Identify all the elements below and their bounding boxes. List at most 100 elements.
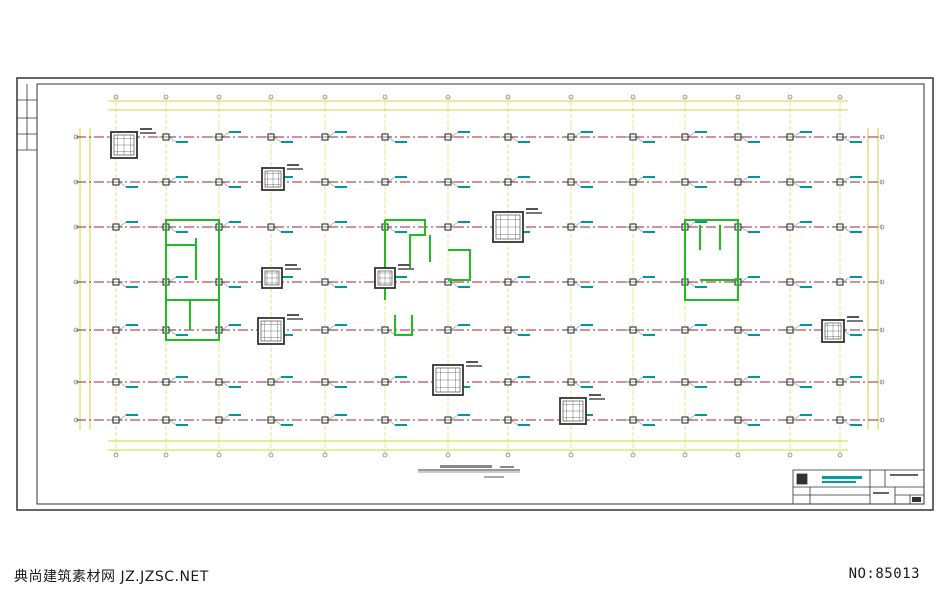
leader-line [118,221,127,228]
detail-note [287,168,303,170]
leader-line [118,324,127,331]
axis-bubble [73,179,79,185]
axis-bubble [322,94,328,100]
leader-line [221,281,230,288]
leader-line [842,176,851,183]
column-label [458,386,470,388]
watermark-text: 典尚建筑素材网 JZ.JZSC.NET [14,569,209,585]
column-label [695,131,707,133]
detail-note [466,361,478,363]
leader-line [450,324,459,331]
axis-bubble [73,379,79,385]
leader-line [635,376,644,383]
column-label [229,221,241,223]
axis-bubble [879,279,885,285]
leader-line [273,376,282,383]
axis-bubble [879,224,885,230]
leader-line [221,131,230,138]
column-label [126,286,138,288]
detail-note [140,132,156,134]
leader-line [118,414,127,421]
detail-note [285,264,297,266]
column-label [395,141,407,143]
leader-line [687,131,696,138]
detail-note [589,394,601,396]
leader-line [740,329,749,336]
column-label [695,386,707,388]
column-label [850,276,862,278]
outer-frame [16,77,934,511]
leader-line [792,414,801,421]
detail-note [398,264,410,266]
leader-line [118,181,127,188]
detail-note [847,320,863,322]
column-label [176,231,188,233]
shear-wall-core [384,219,471,336]
column-label [518,376,530,378]
leader-line [168,376,177,383]
drawing-number: NO:85013 [848,566,920,582]
column-label [518,231,530,233]
axis-bubble [735,94,741,100]
axis-bubble [382,94,388,100]
leader-line [273,226,282,233]
leader-line [740,276,749,283]
floor-plan [73,94,885,458]
axis-bubble [216,94,222,100]
column-label [850,141,862,143]
leader-line [635,276,644,283]
leader-line [168,176,177,183]
leader-line [118,281,127,288]
axis-bubble [879,179,885,185]
detail-note [398,268,414,270]
column-label [850,376,862,378]
leader-line [842,226,851,233]
axis-bubble [682,452,688,458]
column-label [335,414,347,416]
column-label [281,334,293,336]
column-label [281,276,293,278]
axis-bubble [73,327,79,333]
leader-line [387,329,396,336]
column-label [229,386,241,388]
column-label [458,221,470,223]
column-label [643,376,655,378]
column-label [176,276,188,278]
leader-line [687,381,696,388]
leader-line [387,376,396,383]
column-label [335,221,347,223]
column-label [229,286,241,288]
column-label [281,176,293,178]
binding-strip [17,84,37,151]
column-label [335,131,347,133]
axis-bubble [787,94,793,100]
axis-bubble [630,452,636,458]
column-label [229,131,241,133]
axis-bubble [568,94,574,100]
column-label [458,186,470,188]
detail-note [140,128,152,130]
axis-bubble [73,417,79,423]
axis-bubble [163,452,169,458]
leader-line [221,324,230,331]
leader-line [635,419,644,426]
leader-line [573,324,582,331]
column-label [229,186,241,188]
leader-line [387,419,396,426]
leader-line [687,181,696,188]
column-label [800,386,812,388]
column-label [581,386,593,388]
axis-bubble [216,452,222,458]
axis-bubble [735,452,741,458]
column-label [800,286,812,288]
leader-line [221,181,230,188]
leader-line [510,419,519,426]
detail-note [466,365,482,367]
column-label [748,231,760,233]
column-label [800,186,812,188]
axis-bubble [163,94,169,100]
leader-line [450,131,459,138]
column-label [695,324,707,326]
leader-line [327,381,336,388]
leader-line [635,226,644,233]
